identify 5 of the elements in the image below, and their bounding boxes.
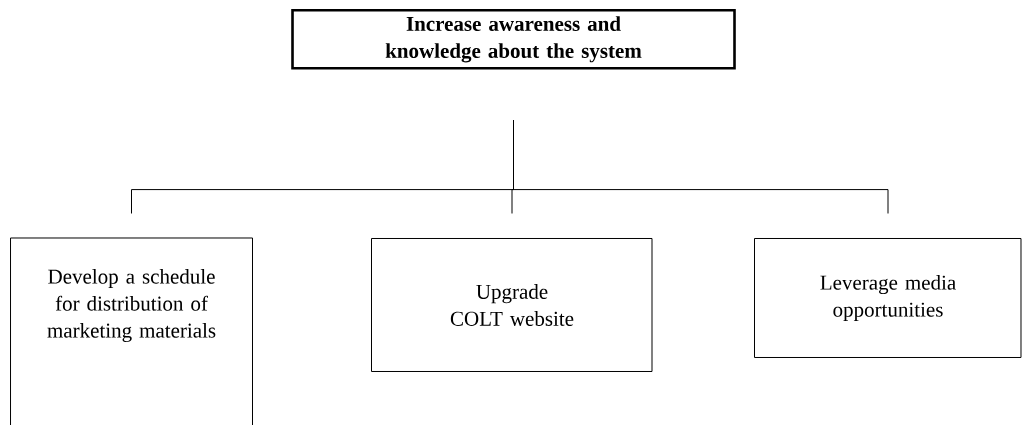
process-box: Leverage media opportunities [754, 238, 1022, 358]
connector-line [513, 120, 889, 214]
title-box: Increase awareness and knowledge about the system [291, 9, 736, 70]
process-box: Develop a schedule for distribution of marketing materials [10, 237, 253, 425]
process-box: Upgrade COLT website [371, 238, 653, 372]
